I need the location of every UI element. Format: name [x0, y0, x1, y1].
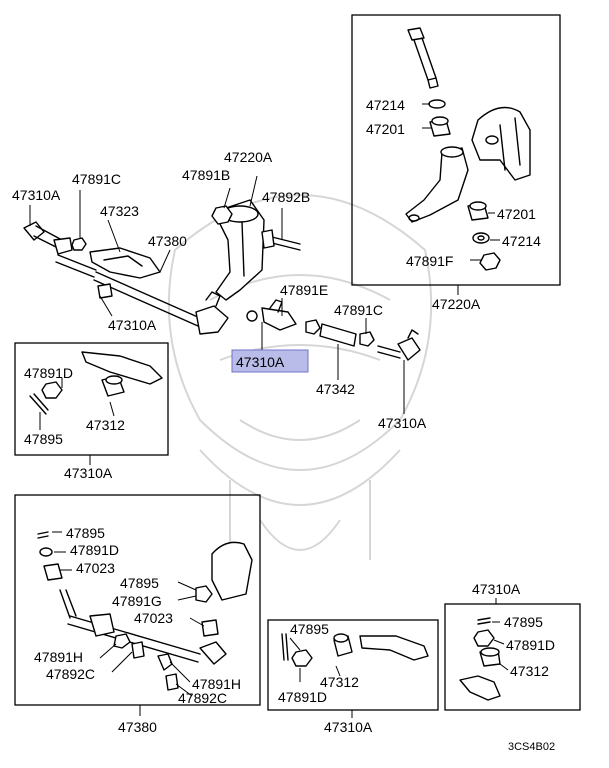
label-47891D: 47891D	[70, 542, 119, 558]
label-47323: 47323	[100, 203, 139, 219]
label-47892C: 47892C	[178, 690, 227, 706]
tie-rod-end-middle-drawing	[281, 633, 429, 667]
label-47214: 47214	[502, 233, 541, 249]
label-47201: 47201	[497, 206, 536, 222]
label-47892B: 47892B	[262, 189, 310, 205]
label-47310A: 47310A	[324, 719, 373, 735]
label-47891D: 47891D	[24, 365, 73, 381]
label-47892C: 47892C	[46, 666, 95, 682]
label-47891G: 47891G	[112, 593, 162, 609]
label-47891E: 47891E	[280, 282, 328, 298]
box-47310A-middle	[267, 619, 439, 711]
diagram-code: 3CS4B02	[508, 741, 555, 753]
label-47891D: 47891D	[506, 637, 555, 653]
label-47220A: 47220A	[224, 149, 273, 165]
label-47891C: 47891C	[72, 171, 121, 187]
label-47891H: 47891H	[192, 676, 241, 692]
box-47310A-left	[14, 342, 169, 456]
label-47342: 47342	[316, 381, 355, 397]
label-47380: 47380	[118, 719, 157, 735]
idler-arm-assembly-drawing	[405, 27, 531, 271]
label-47891D: 47891D	[278, 689, 327, 705]
label-47895: 47895	[290, 621, 329, 637]
label-47312: 47312	[320, 674, 359, 690]
box-47220A	[351, 14, 561, 286]
label-47310A: 47310A	[12, 187, 61, 203]
label-47895: 47895	[120, 575, 159, 591]
label-47310A: 47310A	[378, 415, 427, 431]
highlight-47310A[interactable]	[231, 349, 309, 373]
center-link-drawing	[37, 531, 253, 691]
label-47895: 47895	[66, 525, 105, 541]
label-47201: 47201	[366, 121, 405, 137]
label-47312: 47312	[510, 663, 549, 679]
box-47380	[14, 494, 261, 706]
label-47310A: 47310A	[64, 465, 113, 481]
label-47891F: 47891F	[406, 253, 453, 269]
label-47310A-highlighted[interactable]: 47310A	[236, 354, 285, 370]
label-47310A: 47310A	[472, 581, 521, 597]
label-47891C: 47891C	[334, 302, 383, 318]
label-47891B: 47891B	[182, 167, 230, 183]
label-47214: 47214	[366, 97, 405, 113]
label-47312: 47312	[86, 417, 125, 433]
label-47023: 47023	[76, 560, 115, 576]
label-47895: 47895	[504, 614, 543, 630]
label-47310A: 47310A	[108, 317, 157, 333]
label-47380: 47380	[148, 233, 187, 249]
steering-linkage-drawing	[23, 199, 421, 361]
label-47023: 47023	[134, 610, 173, 626]
label-47220A: 47220A	[432, 296, 481, 312]
box-47310A-right	[444, 603, 581, 711]
label-47895: 47895	[24, 431, 63, 447]
label-47891H: 47891H	[34, 649, 83, 665]
tie-rod-end-left-drawing	[29, 351, 163, 415]
tie-rod-end-right-drawing	[459, 617, 501, 701]
